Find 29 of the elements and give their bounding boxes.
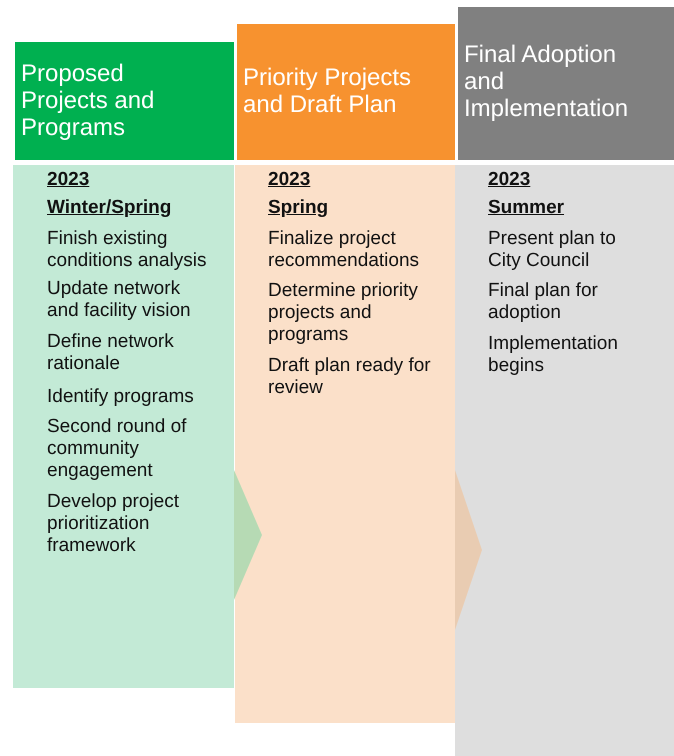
phase-title: Final Adoption and Implementation: [464, 41, 630, 122]
year-heading: 2023: [488, 169, 532, 191]
task-item: Finalize project recommendations: [268, 228, 420, 272]
season-heading: Summer: [488, 197, 566, 219]
task-item: Identify programs: [47, 386, 195, 408]
phase-panel: [235, 165, 455, 723]
season-heading: Spring: [268, 197, 330, 219]
phase-header: [15, 42, 234, 160]
chevron-arrow: [455, 470, 482, 630]
phase-header: [458, 7, 674, 160]
task-item: Define network rationale: [47, 331, 175, 375]
phase-title: Proposed Projects and Programs: [21, 60, 156, 141]
phase-panel: [455, 165, 674, 756]
task-item: Determine priority projects and programs: [268, 280, 419, 346]
season-heading: Winter/Spring: [47, 197, 172, 219]
task-item: Draft plan ready for review: [268, 355, 432, 399]
phase-title: Priority Projects and Draft Plan: [243, 64, 412, 118]
task-item: Develop project prioritization framework: [47, 491, 180, 557]
task-item: Second round of community engagement: [47, 416, 188, 482]
task-item: Present plan to City Council: [488, 228, 617, 272]
task-item: Final plan for adoption: [488, 280, 599, 324]
task-item: Update network and facility vision: [47, 278, 192, 322]
phase-header: [237, 24, 455, 160]
year-heading: 2023: [47, 169, 90, 191]
chevron-arrow: [234, 470, 262, 600]
phase-panel: [13, 165, 234, 688]
task-item: Implementation begins: [488, 333, 619, 377]
task-item: Finish existing conditions analysis: [47, 228, 208, 272]
year-heading: 2023: [268, 169, 312, 191]
